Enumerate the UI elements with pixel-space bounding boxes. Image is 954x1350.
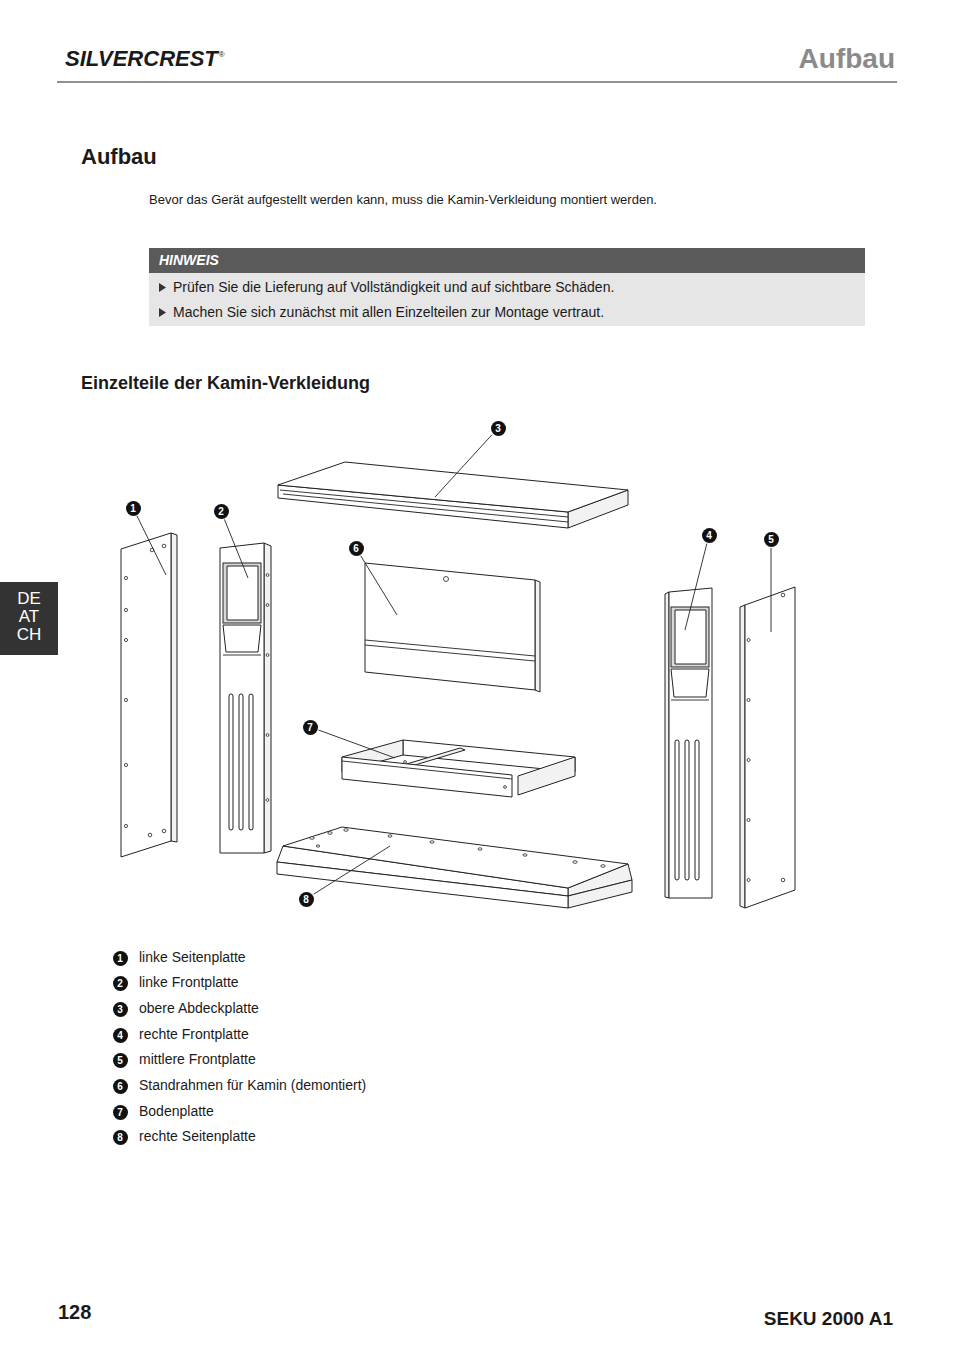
part-name: obere Abdeckplatte <box>139 1000 259 1017</box>
callout-digit: 1 <box>126 501 141 516</box>
part-name: linke Seitenplatte <box>139 949 246 966</box>
registered-mark: ® <box>219 50 225 60</box>
callout-digit: 5 <box>113 1053 128 1068</box>
part-name: Standrahmen für Kamin (demontiert) <box>139 1077 366 1094</box>
callout-digit: 5 <box>764 532 779 547</box>
part-name: Bodenplatte <box>139 1103 214 1120</box>
callout-number: 2 <box>214 504 229 519</box>
callout-number: 1 <box>126 501 141 516</box>
callout-digit: 1 <box>113 951 128 966</box>
part-name: rechte Frontplatte <box>139 1026 249 1043</box>
part-name: rechte Seitenplatte <box>139 1128 256 1145</box>
section-title: Aufbau <box>81 144 157 170</box>
language-codes: DE AT CH <box>13 590 45 644</box>
callout-number: 7 <box>303 720 318 735</box>
callout-digit: 6 <box>113 1079 128 1094</box>
callout-number: 3 <box>113 1002 128 1017</box>
note-box: HINWEISPrüfen Sie die Lieferung auf Voll… <box>149 248 865 326</box>
right-front-plate <box>665 588 712 898</box>
callout-number: 7 <box>113 1105 128 1120</box>
left-front-plate <box>220 543 271 853</box>
middle-front-plate <box>365 563 540 692</box>
callout-digit: 7 <box>303 720 318 735</box>
leader-lines <box>137 435 771 895</box>
note-heading: HINWEIS <box>149 248 865 273</box>
header-rule <box>57 82 897 83</box>
callout-number: 8 <box>299 892 314 907</box>
callout-digit: 2 <box>113 976 128 991</box>
callout-number: 1 <box>113 951 128 966</box>
left-side-panel <box>121 533 177 857</box>
callout-number: 5 <box>764 532 779 547</box>
callout-number: 8 <box>113 1130 128 1145</box>
callout-number: 3 <box>491 421 506 436</box>
bottom-plate <box>277 827 632 908</box>
callout-digit: 8 <box>299 892 314 907</box>
page-number: 128 <box>58 1300 91 1324</box>
callout-number: 2 <box>113 976 128 991</box>
right-side-panel <box>740 587 795 908</box>
top-cover <box>278 462 628 528</box>
callout-digit: 6 <box>349 541 364 556</box>
subheading: Einzelteile der Kamin-Verkleidung <box>81 373 370 395</box>
callout-digit: 3 <box>491 421 506 436</box>
callout-digit: 3 <box>113 1002 128 1017</box>
header-title: Aufbau <box>799 42 895 76</box>
stand-frame <box>342 740 575 797</box>
callout-digit: 2 <box>214 504 229 519</box>
callout-digit: 8 <box>113 1130 128 1145</box>
note-item: Prüfen Sie die Lieferung auf Vollständig… <box>149 273 865 298</box>
callout-number: 4 <box>113 1028 128 1043</box>
model-name: SEKU 2000 A1 <box>764 1308 893 1331</box>
part-name: linke Frontplatte <box>139 974 239 991</box>
callout-number: 6 <box>349 541 364 556</box>
part-name: mittlere Frontplatte <box>139 1051 256 1068</box>
callout-number: 5 <box>113 1053 128 1068</box>
callout-digit: 4 <box>702 528 717 543</box>
bullet-arrow <box>159 308 167 317</box>
bullet-arrow <box>159 283 167 292</box>
callout-digit: 4 <box>113 1028 128 1043</box>
callout-number: 4 <box>702 528 717 543</box>
callout-number: 6 <box>113 1079 128 1094</box>
language-tab: DE AT CH <box>0 582 58 655</box>
callout-digit: 7 <box>113 1105 128 1120</box>
brand-logo: SILVERCREST <box>65 46 218 72</box>
note-item: Machen Sie sich zunächst mit allen Einze… <box>149 298 865 327</box>
intro-text: Bevor das Gerät aufgestellt werden kann,… <box>149 192 657 208</box>
